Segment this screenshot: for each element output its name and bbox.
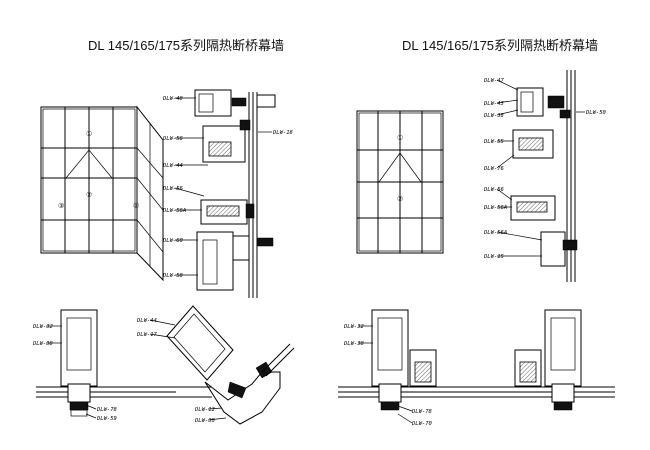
panel-marker: ③ — [133, 202, 139, 210]
side-transom — [136, 219, 164, 253]
part-label: DLW-56A — [483, 230, 507, 236]
profile-chamber — [202, 239, 218, 285]
pressure-plate — [553, 401, 573, 411]
part-label: DLW-55 — [483, 139, 504, 145]
profile-bottom — [196, 231, 234, 291]
mullion-chamber — [377, 317, 403, 371]
pressure-plate — [69, 401, 89, 411]
gasket — [239, 119, 251, 131]
part-label: DLW-30 — [194, 418, 216, 424]
side-transom — [136, 147, 164, 179]
profile-sash — [540, 231, 566, 267]
part-label: DLW-44 — [136, 318, 157, 324]
part-label: DLW-56 — [483, 187, 505, 193]
thermal-break — [547, 95, 565, 109]
part-label: DLW-56A — [162, 208, 186, 214]
opening-vent-symbol — [65, 149, 113, 179]
part-label: DLW-59 — [96, 416, 117, 422]
gasket — [559, 109, 571, 119]
title-right: DL 145/165/175系列隔热断桥幕墙 — [402, 38, 599, 53]
part-label: DLW-78 — [411, 409, 433, 415]
part-label: DLW-43 — [483, 101, 504, 107]
mullion-body — [371, 309, 409, 387]
side-transom — [136, 177, 164, 211]
pressure-plate — [380, 401, 400, 411]
insulation-strip — [516, 201, 548, 213]
mullion-chamber — [550, 317, 576, 371]
right-elevation: ① ② — [356, 110, 444, 254]
part-label: DLW-50 — [585, 110, 607, 116]
part-label: DLW-76 — [483, 166, 505, 172]
corner-profile — [204, 371, 281, 425]
part-label: DLW-38 — [32, 341, 54, 347]
part-label: DLW-12 — [194, 407, 216, 413]
part-label: DLW-56 — [162, 186, 184, 192]
insulation-strip — [518, 137, 544, 151]
part-label: DLW-70 — [411, 421, 433, 427]
left-vertical-section: DLW-48 DLW-56 DLW-44 DLW-56 DLW-56A DLW-… — [162, 89, 294, 298]
part-label: DLW-32 — [343, 324, 365, 330]
panel-marker: ② — [86, 191, 92, 199]
gasket — [245, 203, 255, 219]
corner-mullion-chamber — [173, 313, 226, 373]
part-label: DLW-38 — [343, 341, 365, 347]
insulation-strip — [206, 205, 240, 217]
panel-marker: ① — [397, 134, 403, 142]
part-label: DLW-60 — [162, 238, 184, 244]
cover-cap — [70, 409, 88, 417]
insulation-strip — [208, 141, 232, 157]
mullion-body — [60, 309, 98, 387]
profile-chamber — [198, 93, 214, 113]
part-label: DLW-17 — [136, 332, 158, 338]
part-label: DLW-18 — [272, 130, 294, 136]
profile-chamber — [520, 91, 534, 113]
mullion-body — [544, 309, 582, 387]
corner-glass — [265, 347, 295, 377]
right-plan-section: DLW-32 DLW-38 DLW-78 DLW-70 — [338, 309, 615, 427]
corner-gasket — [227, 381, 247, 399]
left-elevation: ① ② ③ ③ — [40, 105, 164, 282]
part-label: DLW-48 — [162, 96, 184, 102]
pressure-plate — [562, 239, 578, 251]
panel-marker: ① — [86, 130, 92, 138]
thermal-break — [231, 97, 247, 107]
left-elevation-side — [136, 105, 164, 282]
part-label: DLW-44 — [162, 163, 183, 169]
part-label: DLW-15 — [483, 254, 504, 260]
insulation-strip — [414, 361, 432, 383]
part-label: DLW-38 — [483, 113, 505, 119]
left-plan-section: DLW-32 DLW-38 DLW-78 DLW-59 DLW-44 DLW-1… — [32, 305, 295, 425]
part-label: DLW-56A — [483, 205, 507, 211]
part-label: DLW-56 — [162, 136, 184, 142]
part-label: DLW-58 — [162, 273, 184, 279]
corner-mullion-body — [166, 305, 234, 381]
right-vertical-section: DLW-47 DLW-43 DLW-38 DLW-55 DLW-76 DLW-5… — [483, 70, 607, 282]
mullion-chamber — [66, 317, 92, 371]
panel-marker: ③ — [58, 202, 64, 210]
part-label: DLW-32 — [32, 324, 54, 330]
part-label: DLW-47 — [483, 78, 505, 84]
profile-sash — [232, 235, 250, 261]
mullion-base — [551, 383, 575, 403]
pressure-plate — [256, 237, 274, 247]
opening-vent-symbol — [378, 152, 422, 183]
pressure-plate — [256, 94, 276, 108]
insulation-strip — [519, 361, 537, 383]
mullion-base — [67, 383, 91, 403]
title-left: DL 145/165/175系列隔热断桥幕墙 — [88, 38, 285, 53]
corner-glass — [261, 343, 291, 373]
part-label: DLW-78 — [96, 407, 118, 413]
panel-marker: ② — [397, 195, 403, 203]
mullion-base — [378, 383, 402, 403]
